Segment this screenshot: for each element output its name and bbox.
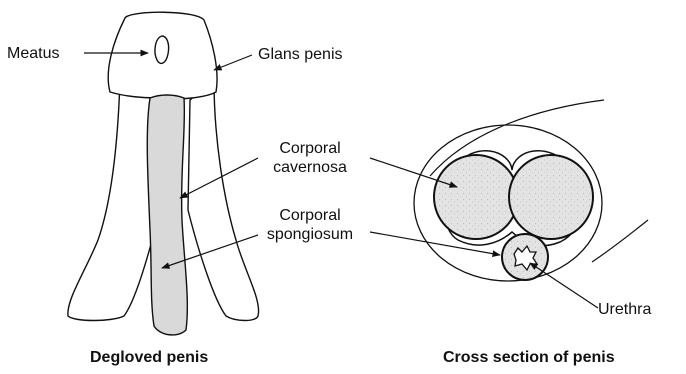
urethra-label: Urethra <box>598 300 651 319</box>
meatus-label: Meatus <box>7 44 59 63</box>
right-cavernosum-section <box>509 155 593 239</box>
corporal-cavernosa-label-line1: Corporal <box>250 139 370 158</box>
degloved-penis-figure <box>68 12 259 335</box>
glans-penis-label: Glans penis <box>258 45 343 64</box>
caption-cross-section: Cross section of penis <box>443 349 615 367</box>
cross-section-figure <box>414 100 648 281</box>
caption-degloved-penis: Degloved penis <box>90 349 208 367</box>
meatus-opening <box>155 36 169 63</box>
left-cavernosum-section <box>434 155 518 239</box>
glans-penis-arrow <box>214 55 252 70</box>
corporal-spongiosum-label-line1: Corporal <box>250 206 370 225</box>
corporal-cavernosa-label: Corporal cavernosa <box>250 139 370 177</box>
urethra-arrow <box>530 263 598 308</box>
corpus-spongiosum <box>147 95 187 335</box>
corporal-spongiosum-label: Corporal spongiosum <box>250 206 370 244</box>
left-corpus-cavernosum <box>68 80 160 321</box>
skin-lower-curve <box>592 220 648 262</box>
right-corpus-cavernosum <box>188 80 259 321</box>
corporal-spongiosum-label-line2: spongiosum <box>250 225 370 244</box>
corporal-cavernosa-label-line2: cavernosa <box>250 158 370 177</box>
